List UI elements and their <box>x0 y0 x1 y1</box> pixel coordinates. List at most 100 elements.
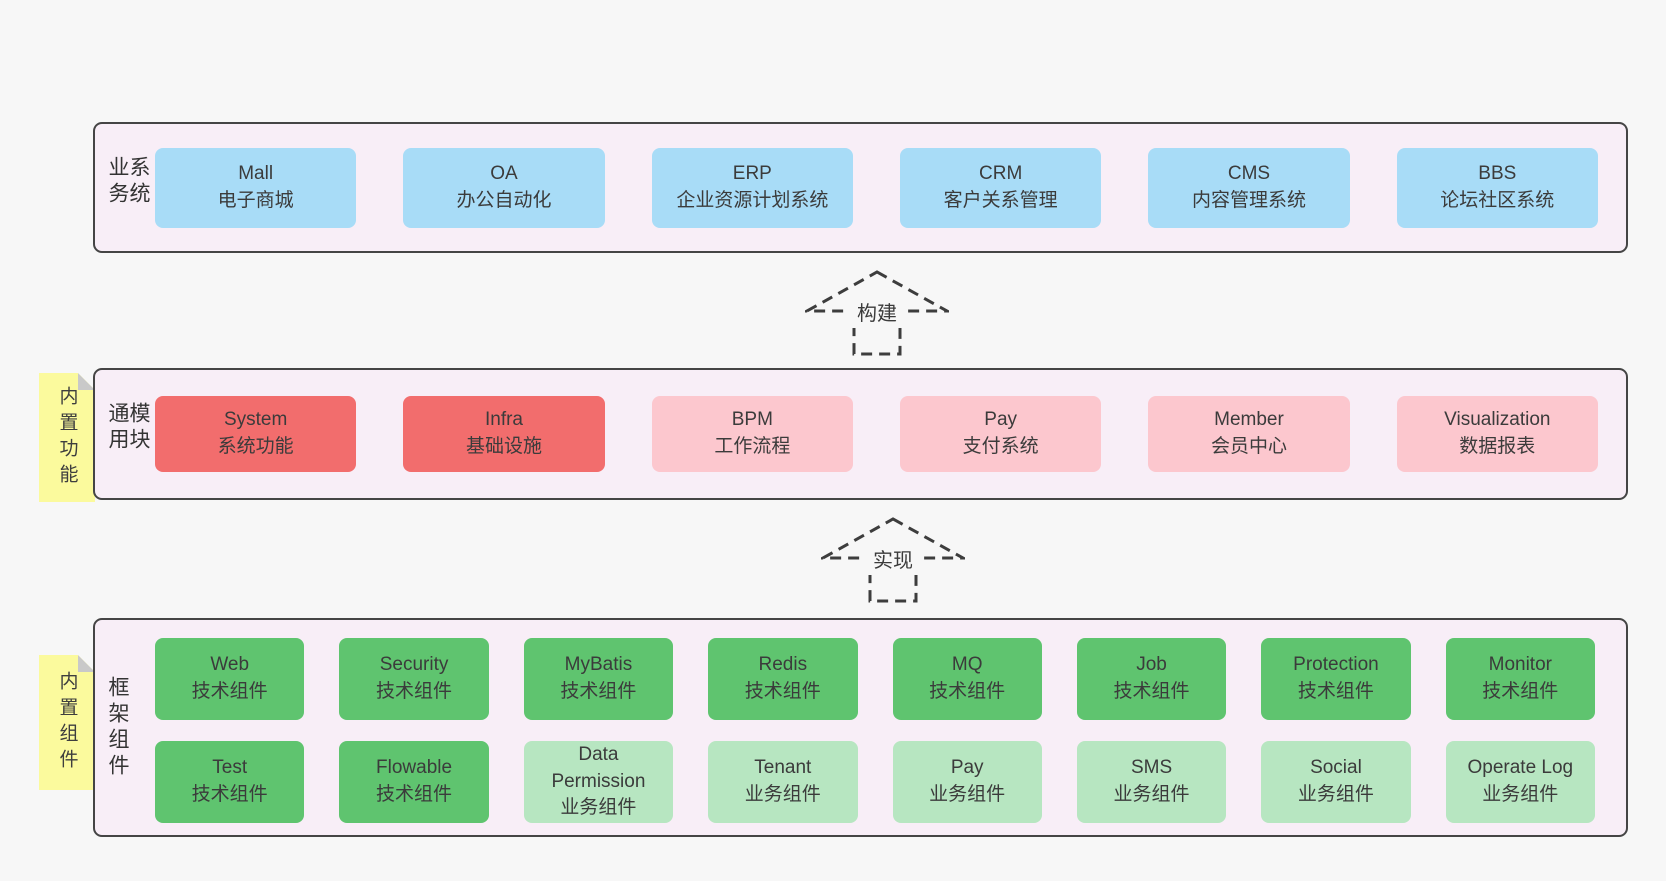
box-subtitle: 业务组件 <box>744 784 821 805</box>
arrow-label: 实现 <box>873 549 913 572</box>
box-subtitle: 论坛社区系统 <box>1440 189 1555 211</box>
box-title: ERP <box>732 162 772 184</box>
section-label-modules: 通用模块 <box>106 402 150 454</box>
box-subtitle: 业务组件 <box>929 784 1006 805</box>
arrow-label: 构建 <box>857 302 897 325</box>
box-title: SMS <box>1130 757 1173 779</box>
box-title: Visualization <box>1444 409 1551 431</box>
module-box-system: System 系统功能 <box>155 396 357 472</box>
box-title: Social <box>1310 757 1362 779</box>
sticky-note-text: 内置组件 <box>56 670 78 775</box>
box-title: Flowable <box>376 757 453 779</box>
box-subtitle: 业务组件 <box>1297 784 1374 805</box>
box-title: Operate Log <box>1467 757 1574 779</box>
box-title: Tenant <box>754 757 812 779</box>
box-subtitle: 技术组件 <box>929 681 1006 702</box>
box-title: Pay <box>950 757 984 779</box>
box-title: Pay <box>984 409 1018 431</box>
box-title: Security <box>379 654 449 676</box>
box-subtitle: 技术组件 <box>191 784 268 805</box>
box-subtitle: 办公自动化 <box>456 189 552 211</box>
box-title: Web <box>210 654 250 676</box>
box-title: Monitor <box>1488 654 1552 676</box>
common-modules-section: 通用模块 System 系统功能 Infra 基础设施 BPM 工作流程 Pay… <box>93 368 1628 500</box>
box-subtitle: 支付系统 <box>962 436 1039 457</box>
box-title: System <box>223 409 288 431</box>
box-title: OA <box>490 162 518 184</box>
business-systems-section: 业务系统 Mall 电子商城 OA 办公自动化 ERP 企业资源计划系统 CRM… <box>93 122 1628 253</box>
box-subtitle: 企业资源计划系统 <box>676 189 829 211</box>
box-title: MQ <box>951 654 983 676</box>
framework-components-section: 框架组件 Web 技术组件 Security 技术组件 MyBatis 技术组件… <box>93 618 1628 837</box>
component-box-monitor: Monitor 技术组件 <box>1445 638 1595 720</box>
component-box-mybatis: MyBatis 技术组件 <box>523 638 674 720</box>
box-title: BBS <box>1478 162 1517 184</box>
component-box-flowable: Flowable 技术组件 <box>339 741 489 823</box>
business-box-mall: Mall 电子商城 <box>155 147 357 228</box>
component-box-pay: Pay 业务组件 <box>892 741 1042 823</box>
box-title: Mall <box>238 162 274 184</box>
box-subtitle: 基础设施 <box>465 436 542 457</box>
component-box-sms: SMS 业务组件 <box>1076 741 1227 823</box>
box-subtitle: 客户关系管理 <box>943 189 1058 211</box>
box-title: CRM <box>979 162 1023 184</box>
box-subtitle: 技术组件 <box>560 681 637 702</box>
module-box-visualization: Visualization 数据报表 <box>1396 396 1598 472</box>
module-boxes-row: System 系统功能 Infra 基础设施 BPM 工作流程 Pay 支付系统… <box>155 370 1598 498</box>
module-box-bpm: BPM 工作流程 <box>651 396 853 472</box>
box-subtitle: 技术组件 <box>744 681 821 702</box>
component-box-test: Test 技术组件 <box>155 741 305 823</box>
component-box-social: Social 业务组件 <box>1261 741 1411 823</box>
build-arrow-icon: 构建 <box>801 270 953 356</box>
box-subtitle: 技术组件 <box>1297 681 1374 702</box>
box-subtitle: 技术组件 <box>1482 681 1559 702</box>
sticky-note-built-in-components: 内置组件 <box>39 655 95 790</box>
box-title: Protection <box>1293 654 1379 676</box>
box-subtitle: 技术组件 <box>376 784 453 805</box>
module-box-infra: Infra 基础设施 <box>403 396 605 472</box>
component-box-protection: Protection 技术组件 <box>1261 638 1411 720</box>
component-box-tenant: Tenant 业务组件 <box>708 741 858 823</box>
box-title: CMS <box>1227 162 1271 184</box>
box-subtitle: 工作流程 <box>714 436 791 457</box>
component-box-mq: MQ 技术组件 <box>892 638 1042 720</box>
component-box-job: Job 技术组件 <box>1076 638 1227 720</box>
section-label-framework: 框架组件 <box>106 675 129 780</box>
box-subtitle: 技术组件 <box>1113 681 1190 702</box>
implement-arrow-icon: 实现 <box>817 517 969 603</box>
box-subtitle: 业务组件 <box>1113 784 1190 805</box>
component-box-security: Security 技术组件 <box>339 638 489 720</box>
sticky-note-text: 内置功能 <box>56 385 78 490</box>
module-box-pay: Pay 支付系统 <box>899 396 1102 472</box>
component-box-web: Web 技术组件 <box>155 638 305 720</box>
box-subtitle: 技术组件 <box>191 681 268 702</box>
box-subtitle: 电子商城 <box>217 189 294 211</box>
box-title: Data Permission <box>551 743 646 792</box>
box-title: MyBatis <box>564 654 633 676</box>
module-box-member: Member 会员中心 <box>1148 396 1350 472</box>
section-label-business: 业务系统 <box>106 155 150 208</box>
business-box-crm: CRM 客户关系管理 <box>899 147 1102 228</box>
box-subtitle: 会员中心 <box>1210 436 1287 457</box>
component-box-data-permission: Data Permission 业务组件 <box>523 741 674 823</box>
framework-row-1: Web 技术组件 Security 技术组件 MyBatis 技术组件 Redi… <box>155 638 1595 720</box>
box-subtitle: 内容管理系统 <box>1191 189 1306 211</box>
component-box-operate-log: Operate Log 业务组件 <box>1445 741 1595 823</box>
business-boxes-row: Mall 电子商城 OA 办公自动化 ERP 企业资源计划系统 CRM 客户关系… <box>155 124 1598 251</box>
business-box-bbs: BBS 论坛社区系统 <box>1396 147 1598 228</box>
business-box-oa: OA 办公自动化 <box>403 147 605 228</box>
box-subtitle: 业务组件 <box>1482 784 1559 805</box>
box-title: Job <box>1136 654 1167 676</box>
business-box-erp: ERP 企业资源计划系统 <box>651 147 853 228</box>
box-title: Test <box>212 757 248 779</box>
box-title: BPM <box>731 409 773 431</box>
business-box-cms: CMS 内容管理系统 <box>1148 147 1350 228</box>
box-subtitle: 技术组件 <box>376 681 453 702</box>
framework-boxes-grid: Web 技术组件 Security 技术组件 MyBatis 技术组件 Redi… <box>155 638 1595 823</box>
component-box-redis: Redis 技术组件 <box>708 638 858 720</box>
sticky-note-built-in-features: 内置功能 <box>39 373 95 502</box>
box-title: Infra <box>484 409 523 431</box>
box-subtitle: 系统功能 <box>217 436 294 457</box>
box-subtitle: 数据报表 <box>1459 436 1536 457</box>
box-title: Redis <box>758 654 808 676</box>
